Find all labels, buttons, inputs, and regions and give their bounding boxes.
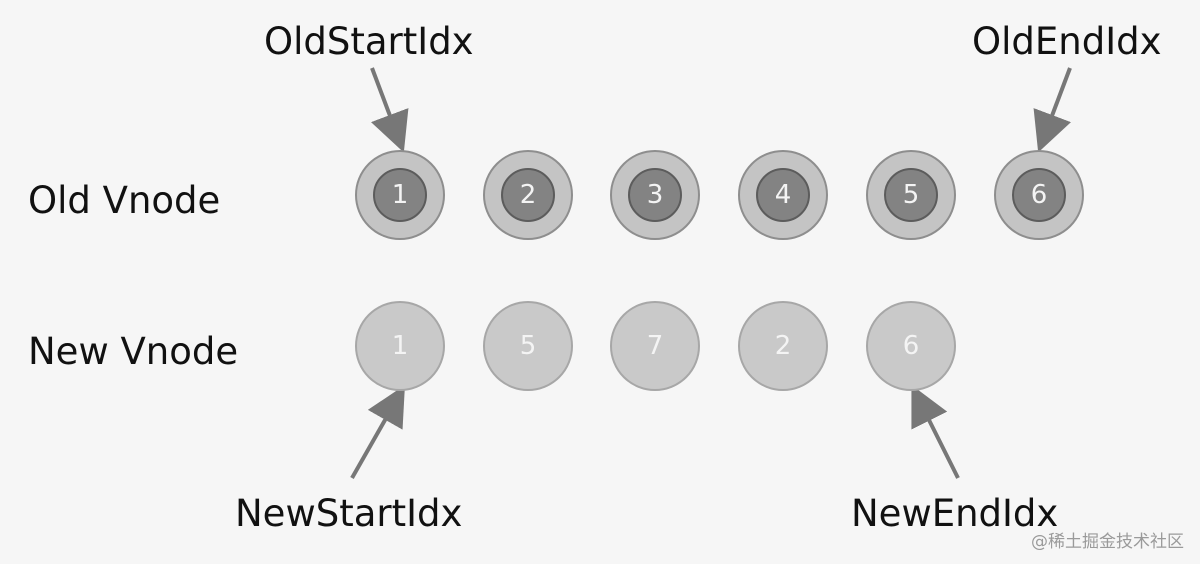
new-vnode-5: 6 xyxy=(866,301,956,391)
new-vnode-4: 2 xyxy=(738,301,828,391)
watermark: @稀土掘金技术社区 xyxy=(1031,532,1184,552)
new-start-label: NewStartIdx xyxy=(235,492,463,535)
old-start-arrow xyxy=(370,67,409,153)
old-vnode-5-value: 5 xyxy=(884,168,938,222)
new-vnode-2: 5 xyxy=(483,301,573,391)
new-end-label: NewEndIdx xyxy=(851,492,1059,535)
old-vnode-4: 4 xyxy=(738,150,828,240)
old-vnode-5: 5 xyxy=(866,150,956,240)
old-vnode-3-value: 3 xyxy=(628,168,682,222)
old-vnode-6: 6 xyxy=(994,150,1084,240)
old-end-label: OldEndIdx xyxy=(972,20,1162,63)
old-end-arrow xyxy=(1033,67,1072,153)
old-vnode-row-label: Old Vnode xyxy=(28,179,221,222)
new-end-arrow xyxy=(911,384,960,479)
old-vnode-1: 1 xyxy=(355,150,445,240)
old-vnode-2: 2 xyxy=(483,150,573,240)
old-vnode-6-value: 6 xyxy=(1012,168,1066,222)
old-vnode-1-value: 1 xyxy=(373,168,427,222)
old-start-label: OldStartIdx xyxy=(264,20,474,63)
new-vnode-1: 1 xyxy=(355,301,445,391)
old-vnode-3: 3 xyxy=(610,150,700,240)
new-vnode-3: 7 xyxy=(610,301,700,391)
new-start-arrow xyxy=(350,385,405,479)
old-vnode-4-value: 4 xyxy=(756,168,810,222)
old-vnode-2-value: 2 xyxy=(501,168,555,222)
new-vnode-row-label: New Vnode xyxy=(28,330,239,373)
